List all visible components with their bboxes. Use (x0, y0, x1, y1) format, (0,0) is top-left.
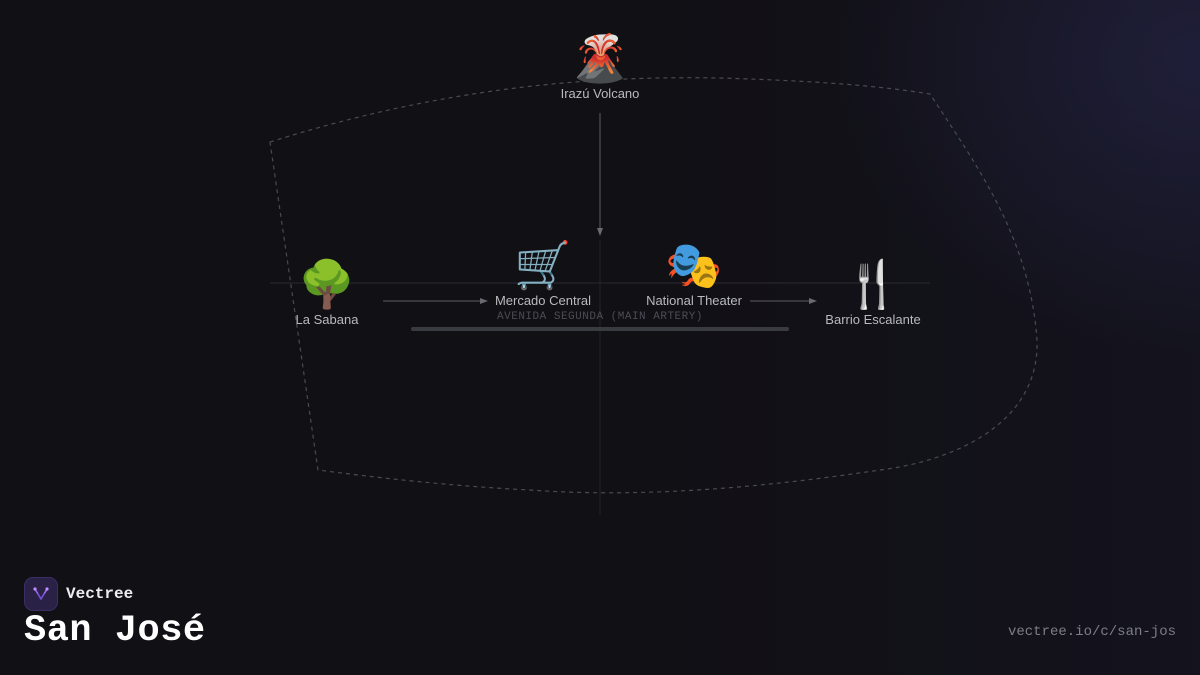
brand-name: Vectree (66, 585, 134, 603)
landmark-label: La Sabana (295, 312, 359, 327)
landmark-la-sabana[interactable]: 🌳 La Sabana (247, 256, 407, 327)
tree-icon: 🌳 (298, 257, 356, 311)
brand[interactable]: Vectree (24, 577, 133, 611)
city-boundary (269, 77, 1038, 494)
vectree-logo-icon (24, 577, 58, 611)
shopping-cart-icon: 🛒 (514, 238, 572, 292)
page-url[interactable]: vectree.io/c/san-jos (1007, 624, 1176, 640)
volcano-icon: 🌋 (571, 31, 629, 85)
landmark-barrio-escalante[interactable]: 🍴 Barrio Escalante (793, 256, 953, 327)
street-label: AVENIDA SEGUNDA (MAIN ARTERY) (497, 311, 703, 323)
landmark-label: National Theater (646, 293, 742, 308)
landmark-label: Mercado Central (494, 293, 592, 308)
landmark-irazu-volcano[interactable]: 🌋 Irazú Volcano (520, 30, 680, 101)
landmark-label: Barrio Escalante (825, 312, 921, 327)
fork-knife-icon: 🍴 (844, 257, 902, 311)
city-title: San José (24, 610, 206, 652)
theater-masks-icon: 🎭 (665, 238, 723, 292)
landmark-national-theater[interactable]: 🎭 National Theater (614, 237, 774, 308)
landmark-mercado-central[interactable]: 🛒 Mercado Central (463, 237, 623, 308)
landmark-label: Irazú Volcano (560, 86, 640, 101)
